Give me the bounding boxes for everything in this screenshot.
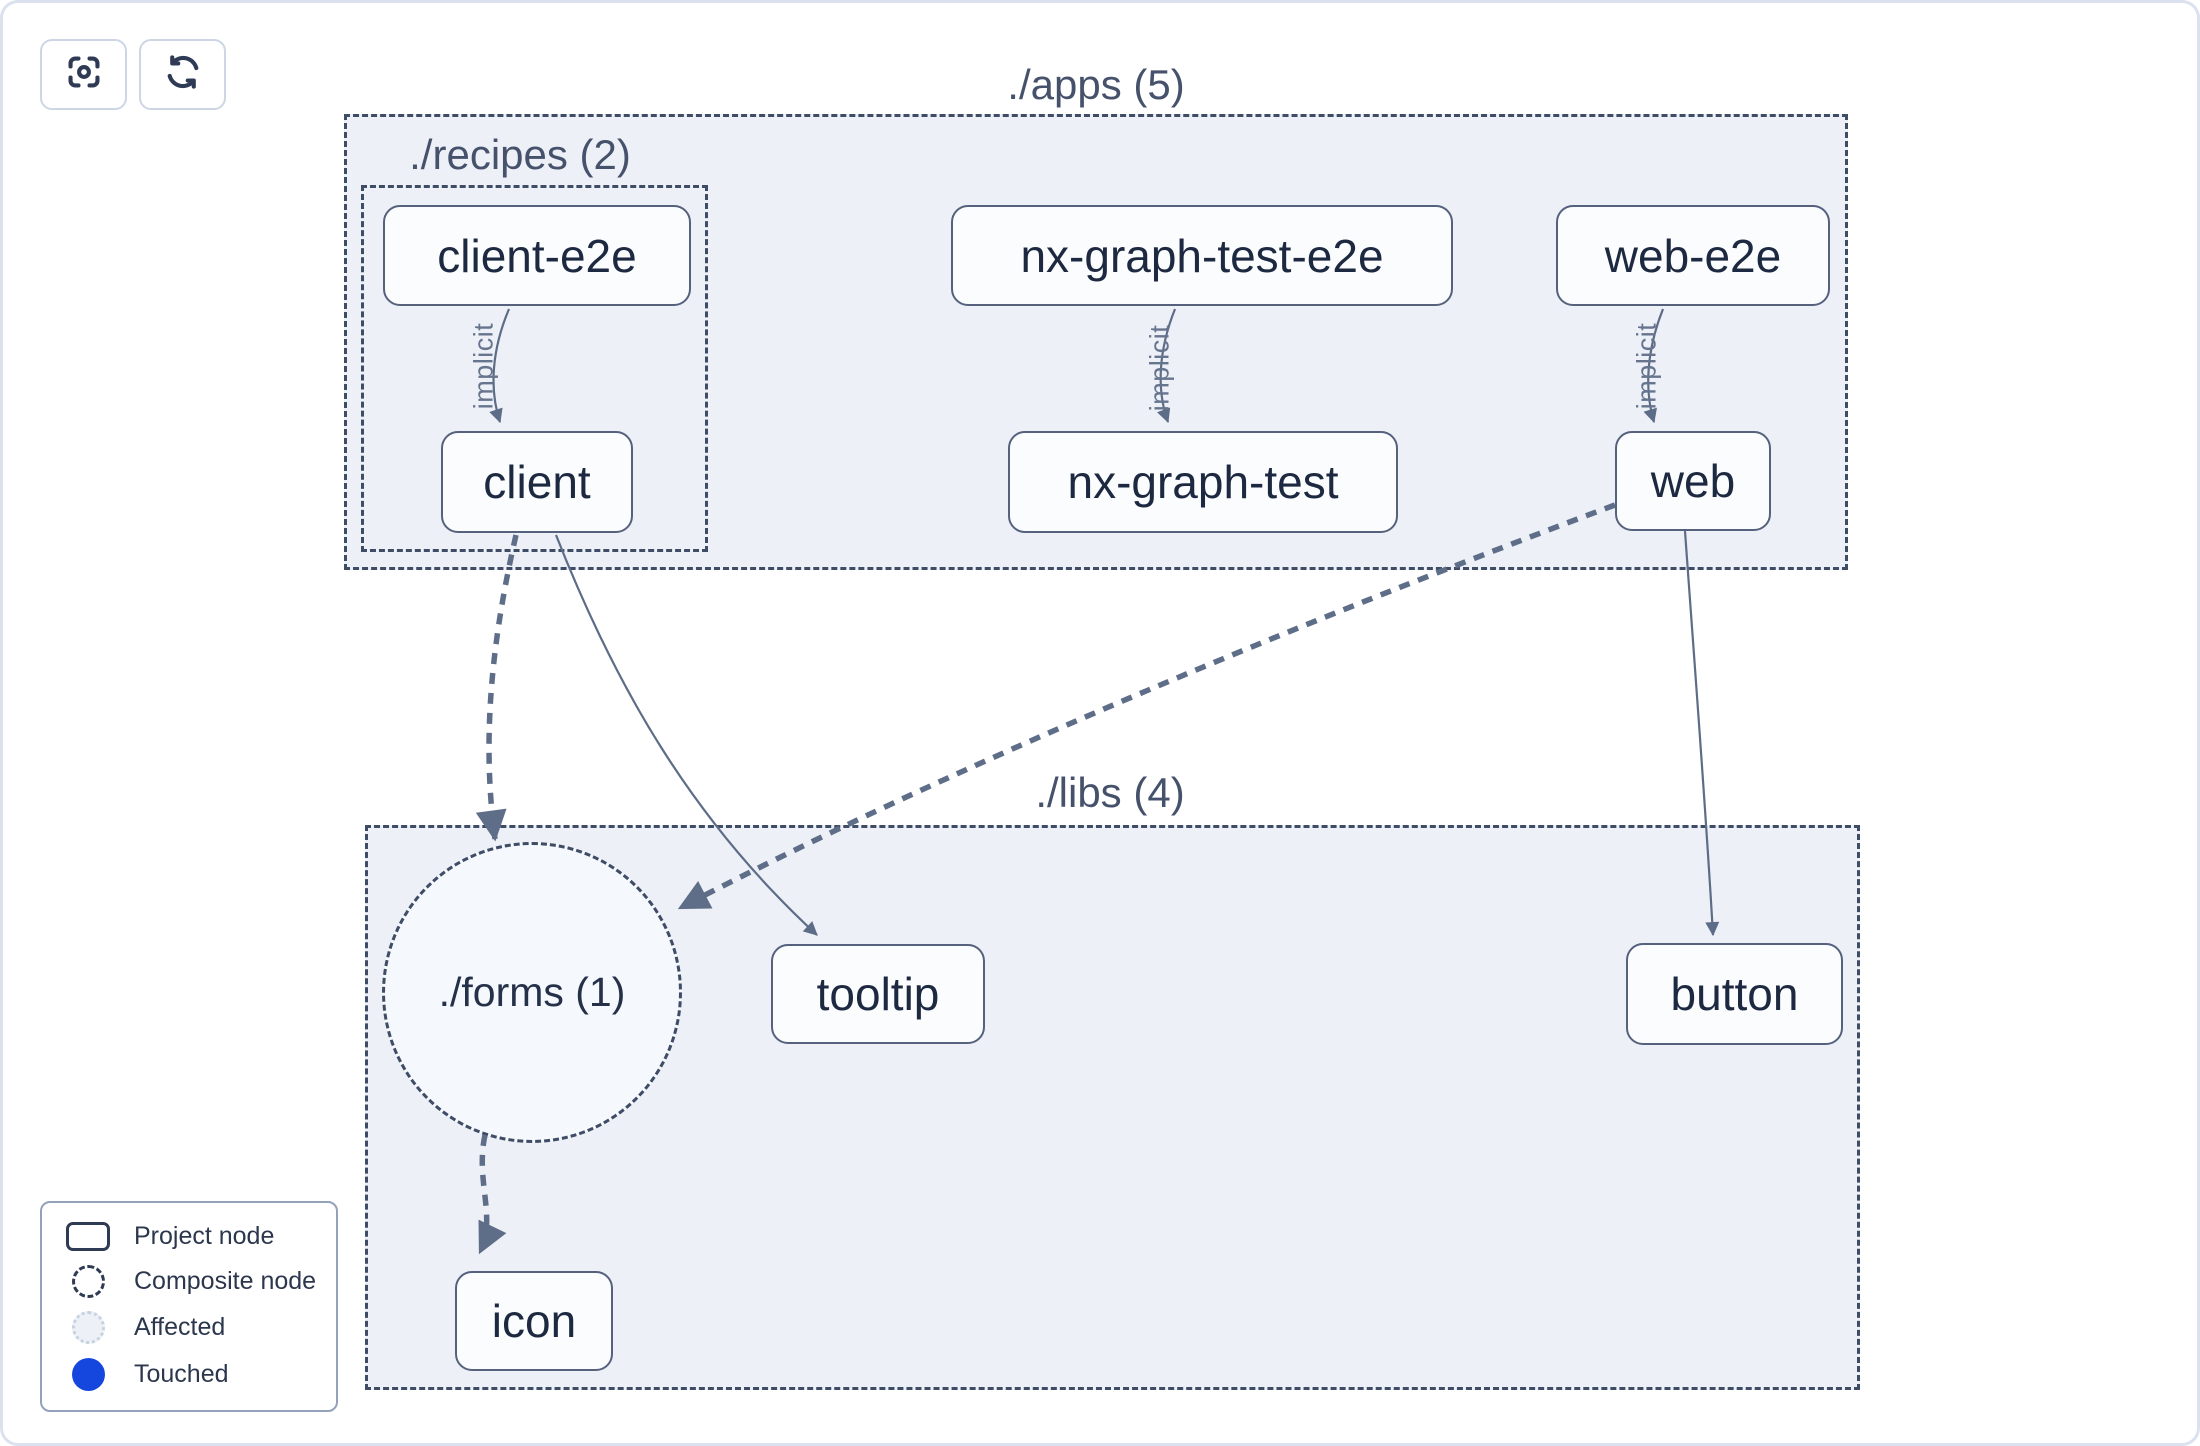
node-web-e2e[interactable]: web-e2e [1556,205,1830,306]
composite-node-icon [71,1264,105,1298]
composite-node-forms[interactable]: ./forms (1) [382,842,682,1143]
legend-item-affected: Affected [42,1311,336,1345]
legend-label: Project node [134,1221,275,1250]
edge-label-implicit-web: implicit [1631,322,1662,410]
legend-label: Composite node [134,1266,317,1295]
edge-client-to-forms[interactable] [475,534,519,842]
node-icon[interactable]: icon [455,1271,613,1371]
legend-item-touched: Touched [42,1358,336,1392]
group-label-recipes: ./recipes (2) [409,131,631,178]
legend-label: Affected [134,1313,226,1342]
node-button[interactable]: button [1626,943,1843,1045]
legend-item-composite-node: Composite node [42,1264,336,1298]
node-tooltip[interactable]: tooltip [771,944,985,1044]
node-nx-graph-test-e2e[interactable]: nx-graph-test-e2e [951,205,1453,306]
node-nx-graph-test[interactable]: nx-graph-test [1008,431,1398,533]
group-label-apps: ./apps (5) [1007,61,1185,108]
group-label-libs: ./libs (4) [1035,769,1185,816]
node-client[interactable]: client [441,431,633,533]
refresh-icon [164,53,202,96]
affected-node-icon [71,1311,105,1345]
legend-label: Touched [134,1360,229,1389]
edge-label-implicit-client: implicit [468,322,499,410]
node-web[interactable]: web [1615,431,1771,531]
node-client-e2e[interactable]: client-e2e [383,205,691,306]
edge-label-implicit-nx-graph-test: implicit [1144,324,1175,412]
refresh-graph-button[interactable] [139,39,226,110]
composite-node-forms-label: ./forms (1) [438,969,626,1015]
focus-icon [65,53,103,96]
legend-item-project-node: Project node [42,1221,336,1251]
touched-node-icon [71,1358,105,1392]
project-node-icon [66,1221,110,1251]
center-graph-button[interactable] [40,39,127,110]
legend: Project node Composite node Affected Tou… [40,1201,338,1412]
